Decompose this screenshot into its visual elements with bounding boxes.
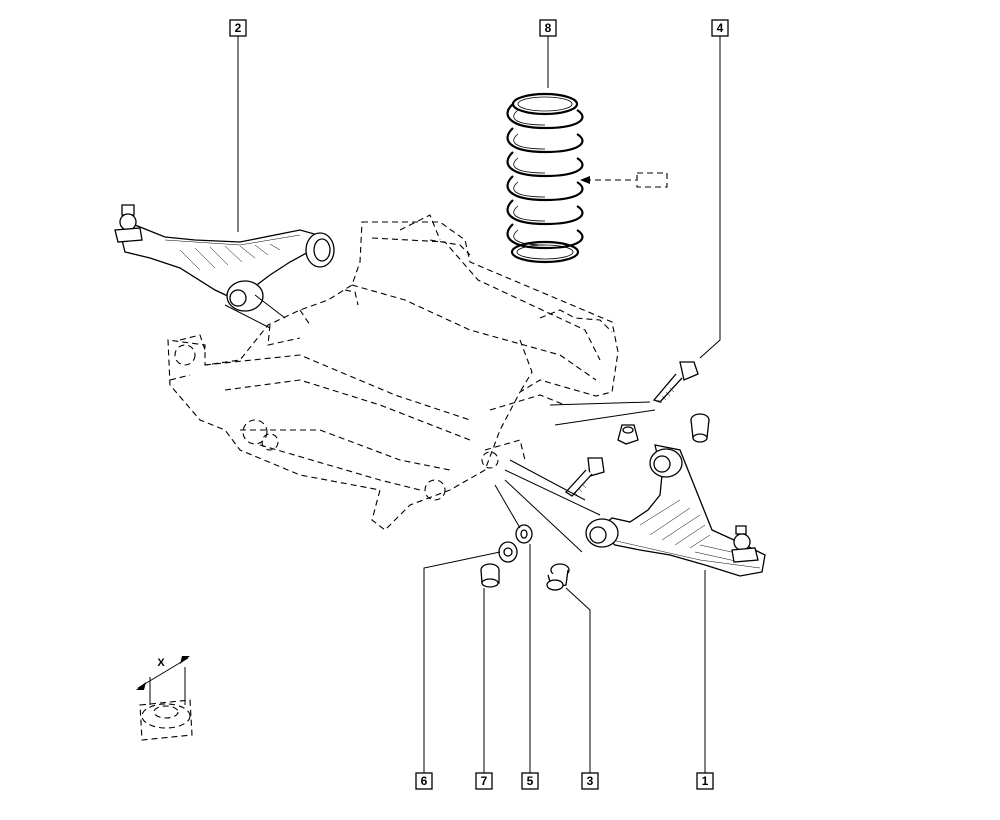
callout-3-label: 3: [587, 774, 594, 788]
nut-detail-x: [136, 656, 193, 741]
bush-front: [690, 413, 710, 443]
callout-5: 5: [521, 772, 539, 790]
callout-6-label: 6: [421, 774, 428, 788]
callout-5-label: 5: [527, 774, 534, 788]
callout-6: 6: [415, 772, 433, 790]
coil-spring: [506, 92, 584, 264]
bush-part-3: [546, 563, 570, 591]
left-lower-wishbone: [114, 204, 335, 329]
callout-8: 8: [539, 19, 557, 37]
assembly-leaders: [494, 401, 656, 553]
front-bolt-part-4: [652, 361, 699, 404]
rear-bolt: [565, 457, 605, 497]
callout-7: 7: [475, 772, 493, 790]
callout-8-label: 8: [545, 21, 552, 35]
callout-1: 1: [696, 772, 714, 790]
bush-part-7: [480, 563, 500, 588]
washer-part-6: [498, 541, 518, 563]
right-lower-wishbone: [585, 444, 766, 577]
callout-2-label: 2: [235, 21, 242, 35]
callout-leaders: [237, 36, 721, 773]
dimension-x-label: X: [157, 657, 165, 669]
callout-4-label: 4: [717, 21, 724, 35]
spring-reference-arrow: [580, 176, 590, 184]
callout-4: 4: [711, 19, 729, 37]
subframe-dashed: [167, 214, 619, 531]
callout-3: 3: [581, 772, 599, 790]
callout-7-label: 7: [481, 774, 488, 788]
washer-part-5: [515, 524, 533, 544]
spring-reference-box: [636, 172, 668, 188]
callout-2: 2: [229, 19, 247, 37]
bush-nut-front: [617, 424, 639, 445]
callout-1-label: 1: [702, 774, 709, 788]
